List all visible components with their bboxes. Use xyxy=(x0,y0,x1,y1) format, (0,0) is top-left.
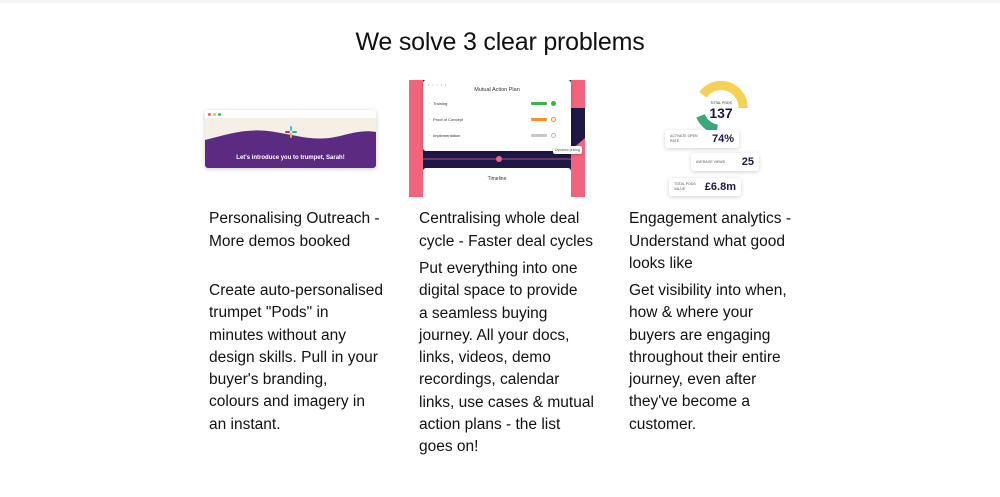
timeline-title: Timeline xyxy=(487,176,507,182)
stat-value: £6.8m xyxy=(704,181,736,193)
card-menu-dots-icon: • • • • • xyxy=(428,83,448,87)
dynamic-pricing-chip: Dynamic pricing xyxy=(553,146,582,154)
feature-description: Put everything into one digital space to… xyxy=(419,258,599,459)
plan-row: › Implementation xyxy=(429,132,561,140)
check-icon xyxy=(551,101,556,106)
status-pill xyxy=(531,102,547,105)
feature-description: Create auto-personalised trumpet "Pods" … xyxy=(209,280,389,436)
heading-line: Understand what good xyxy=(629,232,785,250)
stat-value: 25 xyxy=(741,156,754,168)
body-line: buyer's branding, xyxy=(209,371,328,389)
stat-label: TOTAL PODS VALUE xyxy=(674,182,696,191)
body-line: Create auto-personalised xyxy=(209,282,384,299)
body-line: minutes without any xyxy=(209,326,346,344)
body-line: recordings, calendar xyxy=(419,371,560,389)
stat-card: TOTAL PODS VALUE £6.8m xyxy=(669,178,741,196)
ring-label: TOTAL PODS xyxy=(710,101,732,105)
heading-line: looks like xyxy=(629,255,693,272)
progress-icon xyxy=(551,117,556,122)
feature-heading: Personalising Outreach - More demos book… xyxy=(209,208,389,253)
pending-icon xyxy=(551,133,556,138)
body-line: throughout their entire xyxy=(629,348,781,366)
body-line: they've become a xyxy=(629,393,751,411)
plan-row-label: Implementation xyxy=(433,133,461,138)
mutual-action-plan-card: • • • • • Mutual Action Plan › Training … xyxy=(423,80,571,151)
body-line: journey. All your docs, xyxy=(419,326,570,344)
body-line: trumpet "Pods" in xyxy=(209,304,329,322)
donut-chart-icon xyxy=(694,80,748,135)
body-line: customer. xyxy=(629,415,697,433)
stat-label: ACTIVATE OPEN RATE xyxy=(670,134,698,143)
feature-description: Get visibility into when, how & where yo… xyxy=(629,280,809,436)
feature-heading: Engagement analytics - Understand what g… xyxy=(629,208,809,276)
status-pill xyxy=(531,118,547,121)
body-line: journey, even after xyxy=(629,371,757,389)
feature-heading: Centralising whole deal cycle - Faster d… xyxy=(419,208,599,253)
stat-card: ACTIVATE OPEN RATE 74% xyxy=(665,130,739,148)
body-line: design skills. Pull in your xyxy=(209,348,378,366)
body-line: colours and imagery in xyxy=(209,393,365,411)
plan-row-label: Proof of Concept xyxy=(433,117,464,122)
stat-value: 74% xyxy=(711,133,734,145)
stat-label: AVERAGE VIEWS xyxy=(696,160,725,164)
status-pill xyxy=(531,134,547,137)
close-dot-icon xyxy=(208,113,211,116)
slack-message: Let's introduce you to trumpet, Sarah! xyxy=(236,155,345,161)
plan-title: Mutual Action Plan xyxy=(474,87,520,93)
ring-value: 137 xyxy=(709,105,733,121)
body-line: action plans - the list xyxy=(419,416,561,434)
maximize-dot-icon xyxy=(218,113,221,116)
body-line: links, videos, demo xyxy=(419,349,551,367)
chevron-right-icon: › xyxy=(429,133,431,138)
heading-line: Engagement analytics - xyxy=(629,210,791,227)
heading-line: Personalising Outreach - xyxy=(209,210,380,227)
body-line: goes on! xyxy=(419,438,479,456)
minimize-dot-icon xyxy=(213,113,216,116)
body-line: digital space to provide xyxy=(419,282,578,300)
chevron-right-icon: › xyxy=(429,101,431,106)
body-line: Get visibility into when, xyxy=(629,282,787,299)
slack-icon xyxy=(285,126,297,138)
body-line: an instant. xyxy=(209,415,281,433)
heading-line: Centralising whole deal xyxy=(419,210,580,227)
body-line: links, use cases & mutual xyxy=(419,393,594,411)
top-divider xyxy=(0,0,1000,3)
body-line: a seamless buying xyxy=(419,304,548,322)
plan-row: › Proof of Concept xyxy=(429,116,561,124)
stat-card: AVERAGE VIEWS 25 xyxy=(691,153,759,171)
plan-row-label: Training xyxy=(433,101,448,106)
body-line: buyers are engaging xyxy=(629,326,771,344)
heading-line: cycle - Faster deal cycles xyxy=(419,232,593,250)
timeline-card: Timeline xyxy=(423,168,571,197)
body-line: Put everything into one xyxy=(419,260,578,277)
slack-preview-image: Let's introduce you to trumpet, Sarah! xyxy=(205,110,376,168)
chevron-right-icon: › xyxy=(429,117,431,122)
window-controls xyxy=(205,110,376,118)
plan-row: › Training xyxy=(429,100,561,108)
heading-line: More demos booked xyxy=(209,232,351,250)
section-title: We solve 3 clear problems xyxy=(355,28,645,56)
action-plan-image: • • • • • Mutual Action Plan › Training … xyxy=(409,80,585,197)
body-line: how & where your xyxy=(629,304,754,322)
analytics-image: TOTAL PODS 137 ACTIVATE OPEN RATE 74% AV… xyxy=(629,80,809,197)
